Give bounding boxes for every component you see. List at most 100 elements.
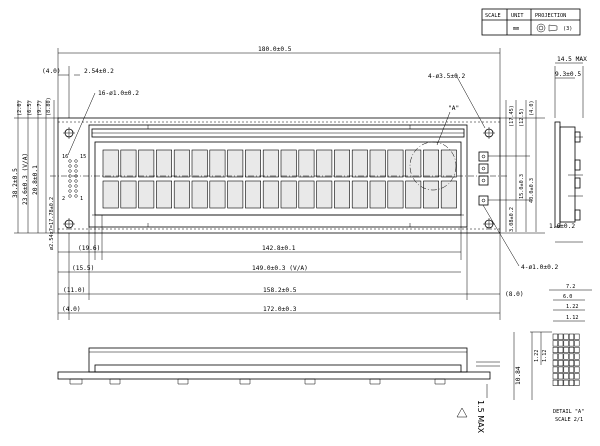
detail-dot	[552, 373, 558, 380]
unit-value: mm	[513, 26, 519, 32]
character-cell	[227, 149, 244, 178]
character-cell	[227, 180, 244, 209]
pin-hole	[68, 179, 72, 183]
detail-dot	[568, 366, 575, 373]
pin-span-dim: ø2.54x7=17.78±0.2	[49, 197, 55, 250]
detail-dot	[563, 360, 569, 367]
top-dimensions: 180.0±0.5 (4.0) 2.54±0.2 16-ø1.0±0.2 4-ø…	[42, 46, 501, 156]
character-cell	[173, 180, 190, 209]
detail-dot	[563, 353, 569, 360]
mount-hole-icon	[63, 218, 75, 230]
detail-dot	[563, 366, 569, 373]
character-cell	[156, 180, 172, 209]
va-width-dim: 149.0±0.3 (V/A)	[252, 265, 308, 272]
side-pcb-dim: 9.3±0.5	[555, 71, 581, 78]
detail-pitch-1: 1.22	[566, 304, 579, 310]
dim-8-80: (8.80)	[46, 97, 52, 116]
scale-header: SCALE	[485, 13, 501, 19]
character-cell	[405, 149, 422, 178]
pin-hole	[74, 194, 78, 198]
detail-dot	[568, 353, 575, 360]
character-cell	[102, 149, 119, 178]
detail-dot	[552, 360, 558, 367]
character-cell	[156, 149, 172, 178]
dim-6-5: (6.5)	[27, 100, 33, 116]
detail-dot	[563, 333, 569, 340]
detail-dot	[563, 340, 569, 347]
character-cell	[387, 149, 404, 178]
title-block: SCALE UNIT PROJECTION mm (3)	[481, 8, 581, 36]
pin-hole	[68, 159, 72, 163]
unit-header: UNIT	[511, 13, 524, 19]
aa-width-dim: 142.8±0.1	[262, 245, 296, 252]
detail-dot	[574, 360, 580, 367]
detail-dot	[568, 360, 575, 367]
character-cell	[298, 149, 315, 178]
detail-scale: SCALE 2/1	[555, 417, 583, 423]
pin-hole	[74, 179, 78, 183]
character-cell	[191, 149, 208, 178]
detail-dot	[558, 379, 564, 386]
left-offset-dim: (4.0)	[42, 68, 61, 75]
bezel-right-dim: (8.0)	[505, 291, 524, 298]
character-cell	[120, 149, 137, 178]
right-dim-3-08: 3.08±0.2	[509, 207, 515, 232]
detail-dot	[558, 373, 564, 380]
overall-width-dim: 180.0±0.5	[258, 46, 292, 53]
character-cell	[369, 149, 386, 178]
bezel-width-dim: 158.2±0.5	[263, 287, 297, 294]
mount-hole-icon	[483, 127, 495, 139]
max-height-dim: 1.5 MAX	[476, 400, 485, 434]
detail-dot	[563, 346, 569, 353]
right-dim-17-45: (17.45)	[509, 105, 515, 127]
pin-hole	[68, 174, 72, 178]
detail-a-circle	[409, 141, 457, 191]
character-cell	[173, 149, 190, 178]
pin-1-label: 1	[80, 196, 83, 202]
detail-dot	[568, 340, 575, 347]
pin-hole	[74, 184, 78, 188]
pin-hole	[74, 189, 78, 193]
detail-dot	[574, 379, 580, 386]
pin-16-label: 16	[62, 154, 68, 160]
side-bezel-bottom	[88, 347, 468, 373]
pin-hole	[68, 189, 72, 193]
front-view: 16 15 2 1	[50, 117, 508, 234]
side-bottom-height-dim: 10.84	[515, 366, 522, 385]
character-cell	[387, 180, 404, 209]
character-cell	[369, 180, 386, 209]
datum-triangle-icon	[456, 407, 468, 418]
detail-dot	[574, 340, 580, 347]
character-cell	[102, 180, 119, 209]
detail-dot	[558, 333, 564, 340]
va-height-dim: 23.6±0.3 (V/A)	[22, 153, 29, 205]
aa-offset-dim: (19.6)	[78, 245, 100, 252]
pin-hole	[74, 169, 78, 173]
character-cell	[280, 149, 297, 178]
character-cell	[245, 180, 261, 209]
pin-pitch-dim: 2.54±0.2	[84, 68, 114, 75]
detail-dot	[558, 353, 564, 360]
detail-dot	[574, 366, 580, 373]
detail-dot	[563, 373, 569, 380]
aa-height-dim: 20.8±0.1	[32, 165, 39, 195]
led-pins-callout: 4-ø1.0±0.2	[521, 264, 559, 271]
right-dim-40-0: 40.0±0.3	[529, 178, 535, 203]
pin-hole	[74, 159, 78, 163]
detail-dot	[558, 346, 564, 353]
character-cell	[298, 180, 315, 209]
detail-dot	[552, 353, 558, 360]
character-cell	[440, 149, 457, 178]
pin-header	[68, 159, 78, 198]
character-cell	[209, 149, 226, 178]
character-cell	[351, 180, 368, 209]
detail-dot	[552, 366, 558, 373]
detail-dot	[574, 353, 580, 360]
character-cell	[120, 180, 137, 209]
detail-dot	[552, 379, 558, 386]
right-dim-12-5: (12.5)	[519, 108, 525, 127]
character-cell	[262, 180, 279, 209]
character-cell	[245, 149, 261, 178]
detail-dot	[574, 373, 580, 380]
pin-hole	[74, 164, 78, 168]
